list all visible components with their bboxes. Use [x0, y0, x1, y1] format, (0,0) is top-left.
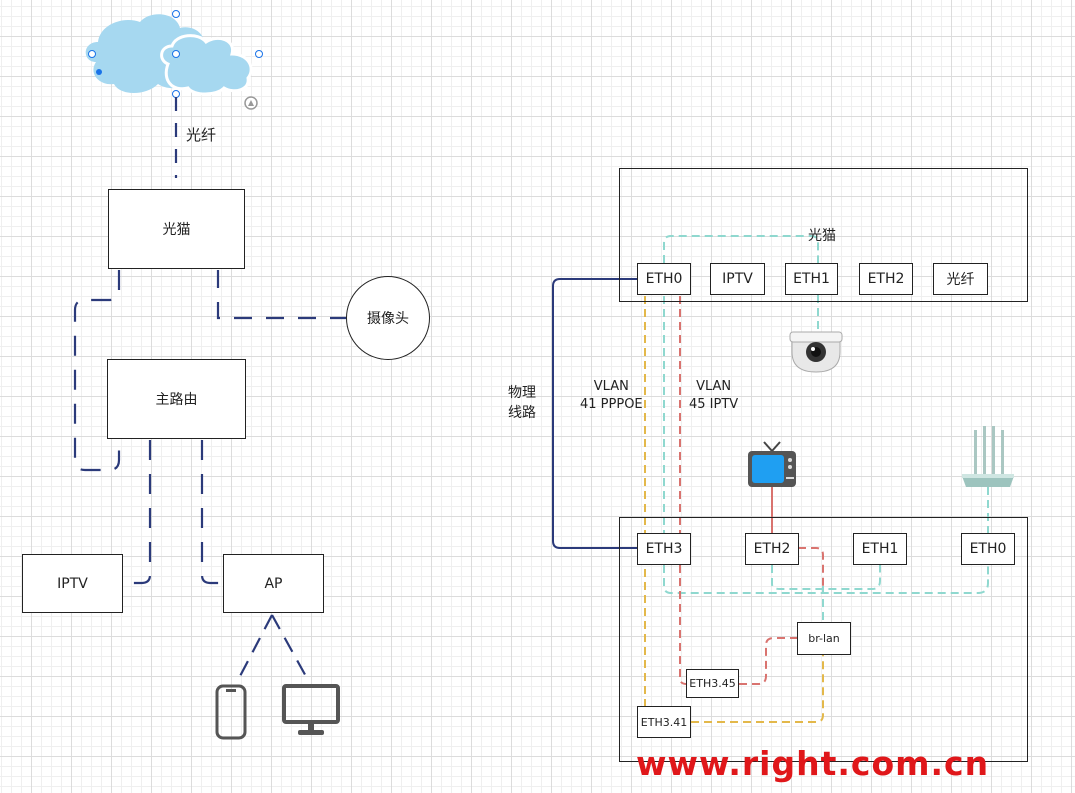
fiber-label: 光纤 — [186, 126, 217, 144]
ap-label: AP — [264, 575, 283, 592]
router-container[interactable] — [619, 517, 1028, 762]
camera-node[interactable]: 摄像头 — [346, 276, 430, 360]
modem-port-eth1[interactable]: ETH1 — [785, 263, 838, 295]
vlan45-label: VLAN 45 IPTV — [689, 379, 739, 412]
modem-port-iptv[interactable]: IPTV — [710, 263, 765, 295]
yellow-connectors — [644, 296, 824, 723]
router-port-eth3[interactable]: ETH3 — [637, 533, 691, 565]
eth3-45-box[interactable]: ETH3.45 — [686, 669, 739, 698]
modem-box[interactable]: 光猫 — [108, 189, 245, 269]
modem-container[interactable] — [619, 168, 1028, 302]
cloud-icon[interactable] — [85, 14, 253, 96]
watermark: www.right.com.cn — [636, 744, 990, 783]
modem-port-eth2[interactable]: ETH2 — [859, 263, 913, 295]
br-lan-box[interactable]: br-lan — [797, 622, 851, 655]
vlan41-label: VLAN 41 PPPOE — [580, 379, 643, 412]
wifi-router-icon — [962, 426, 1014, 487]
selection-handles — [88, 10, 263, 110]
router-port-eth2[interactable]: ETH2 — [745, 533, 799, 565]
red-connectors — [679, 296, 824, 685]
modem-title: 光猫 — [808, 228, 836, 244]
router-label: 主路由 — [155, 392, 198, 408]
modem-label: 光猫 — [162, 222, 191, 238]
left-connectors — [73, 97, 346, 681]
security-camera-icon — [789, 331, 843, 373]
modem-port-eth0[interactable]: ETH0 — [637, 263, 691, 295]
modem-port-fiber[interactable]: 光纤 — [933, 263, 988, 295]
ap-box[interactable]: AP — [223, 554, 324, 613]
phone-icon — [215, 684, 247, 740]
monitor-icon — [282, 684, 340, 735]
teal-connectors — [663, 235, 989, 625]
camera-label: 摄像头 — [367, 311, 409, 327]
iptv-box[interactable]: IPTV — [22, 554, 123, 613]
router-port-eth0[interactable]: ETH0 — [961, 533, 1015, 565]
iptv-label: IPTV — [57, 575, 88, 592]
tv-icon — [748, 441, 796, 487]
physical-line-label: 物理 线路 — [508, 385, 536, 421]
router-port-eth1[interactable]: ETH1 — [853, 533, 907, 565]
eth3-41-box[interactable]: ETH3.41 — [637, 706, 691, 738]
physical-line — [552, 278, 637, 549]
main-router-box[interactable]: 主路由 — [107, 359, 246, 439]
